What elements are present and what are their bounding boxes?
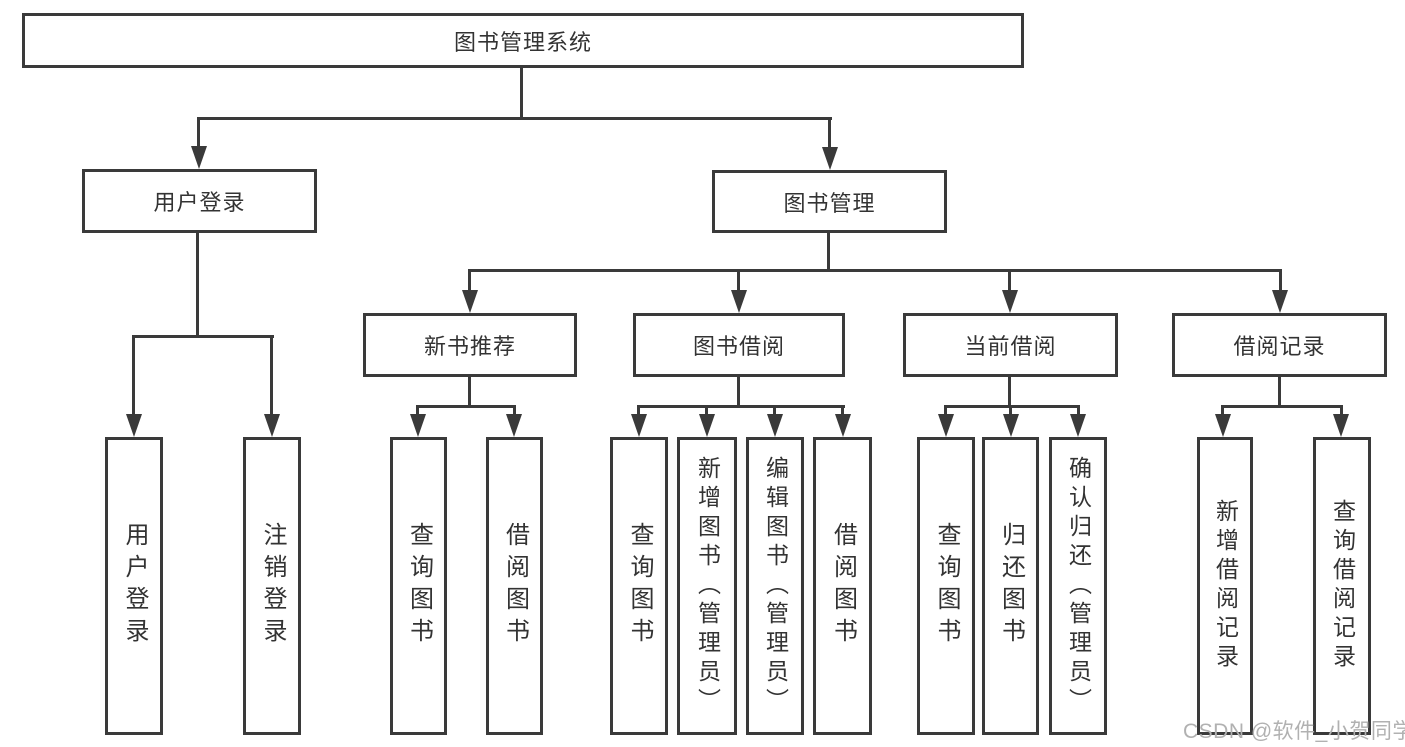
node-label: 借阅图书 <box>501 522 529 650</box>
node-query-borrow-record: 查询借阅记录 <box>1313 437 1371 735</box>
connector-line <box>132 335 274 338</box>
node-label: 确认归还（管理员） <box>1065 455 1092 717</box>
arrow-down-icon <box>1215 414 1231 437</box>
node-label: 图书管理 <box>783 190 876 216</box>
node-label: 用户登录 <box>121 522 148 650</box>
connector-line <box>197 117 200 150</box>
node-label: 图书管理系统 <box>453 29 592 55</box>
connector-line <box>827 233 830 272</box>
node-logout: 注销登录 <box>243 437 301 735</box>
connector-line <box>132 335 135 419</box>
arrow-down-icon <box>506 414 522 437</box>
node-confirm-return-admin: 确认归还（管理员） <box>1049 437 1107 735</box>
node-label: 注销登录 <box>259 522 286 650</box>
arrow-down-icon <box>938 414 954 437</box>
arrow-down-icon <box>1272 290 1288 313</box>
arrow-down-icon <box>822 147 838 170</box>
arrow-down-icon <box>631 414 647 437</box>
node-label: 编辑图书（管理员） <box>762 455 789 717</box>
arrow-down-icon <box>264 414 280 437</box>
node-add-borrow-record: 新增借阅记录 <box>1197 437 1253 735</box>
arrow-down-icon <box>1070 414 1086 437</box>
node-label: 查询图书 <box>405 522 433 650</box>
node-borrow-books: 借阅图书 <box>486 437 543 735</box>
connector-line <box>1008 377 1011 407</box>
node-label: 用户登录 <box>153 190 246 215</box>
connector-line <box>513 405 516 420</box>
node-label: 查询图书 <box>626 522 653 650</box>
connector-line <box>737 269 740 296</box>
node-label: 新书推荐 <box>423 334 516 359</box>
node-label: 当前借阅 <box>964 334 1057 359</box>
csdn-watermark: CSDN @软件_小贺同学 <box>1183 720 1405 743</box>
connector-line <box>196 233 199 338</box>
node-library-system: 图书管理系统 <box>22 13 1024 68</box>
connector-line <box>841 405 844 420</box>
node-query-books: 查询图书 <box>610 437 668 735</box>
node-add-books-admin: 新增图书（管理员） <box>677 437 737 735</box>
node-label: 借阅记录 <box>1233 334 1326 359</box>
connector-line <box>1340 405 1343 420</box>
node-query-books: 查询图书 <box>917 437 975 735</box>
connector-line <box>270 335 273 419</box>
arrow-down-icon <box>731 290 747 313</box>
node-current-borrowing: 当前借阅 <box>903 313 1118 377</box>
connector-line <box>1279 269 1282 296</box>
node-book-borrowing: 图书借阅 <box>633 313 845 377</box>
connector-line <box>1008 269 1011 296</box>
connector-line <box>468 269 471 296</box>
connector-line <box>197 117 832 120</box>
connector-line <box>773 405 776 420</box>
node-label: 查询借阅记录 <box>1329 499 1356 673</box>
node-borrowing-records: 借阅记录 <box>1172 313 1387 377</box>
connector-line <box>520 68 523 120</box>
connector-line <box>1221 405 1343 408</box>
arrow-down-icon <box>699 414 715 437</box>
node-label: 新增图书（管理员） <box>694 455 721 717</box>
connector-line <box>944 405 947 420</box>
arrow-down-icon <box>1333 414 1349 437</box>
arrow-down-icon <box>191 146 207 169</box>
connector-line <box>1009 405 1012 420</box>
connector-line <box>416 405 516 408</box>
arrow-down-icon <box>410 414 426 437</box>
connector-line <box>737 377 740 407</box>
node-borrow-books: 借阅图书 <box>813 437 872 735</box>
connector-line <box>637 405 640 420</box>
node-user-login-leaf: 用户登录 <box>105 437 163 735</box>
node-user-login: 用户登录 <box>82 169 317 233</box>
node-book-management: 图书管理 <box>712 170 947 233</box>
connector-line <box>468 269 1282 272</box>
node-label: 图书借阅 <box>692 334 785 359</box>
arrow-down-icon <box>1003 414 1019 437</box>
node-label: 借阅图书 <box>829 522 857 650</box>
arrow-down-icon <box>1002 290 1018 313</box>
node-label: 查询图书 <box>933 522 960 650</box>
connector-line <box>828 117 831 150</box>
arrow-down-icon <box>462 290 478 313</box>
connector-line <box>468 377 471 407</box>
connector-line <box>705 405 708 420</box>
node-edit-books-admin: 编辑图书（管理员） <box>746 437 804 735</box>
node-new-book-recommend: 新书推荐 <box>363 313 577 377</box>
connector-line <box>1278 377 1281 407</box>
connector-line <box>1221 405 1224 420</box>
arrow-down-icon <box>767 414 783 437</box>
arrow-down-icon <box>835 414 851 437</box>
connector-line <box>637 405 845 408</box>
arrow-down-icon <box>126 414 142 437</box>
node-label: 新增借阅记录 <box>1212 499 1239 673</box>
connector-line <box>944 405 1080 408</box>
node-return-books: 归还图书 <box>982 437 1039 735</box>
connector-line <box>416 405 419 420</box>
node-label: 归还图书 <box>997 522 1025 650</box>
node-query-books: 查询图书 <box>390 437 447 735</box>
connector-line <box>1077 405 1080 420</box>
